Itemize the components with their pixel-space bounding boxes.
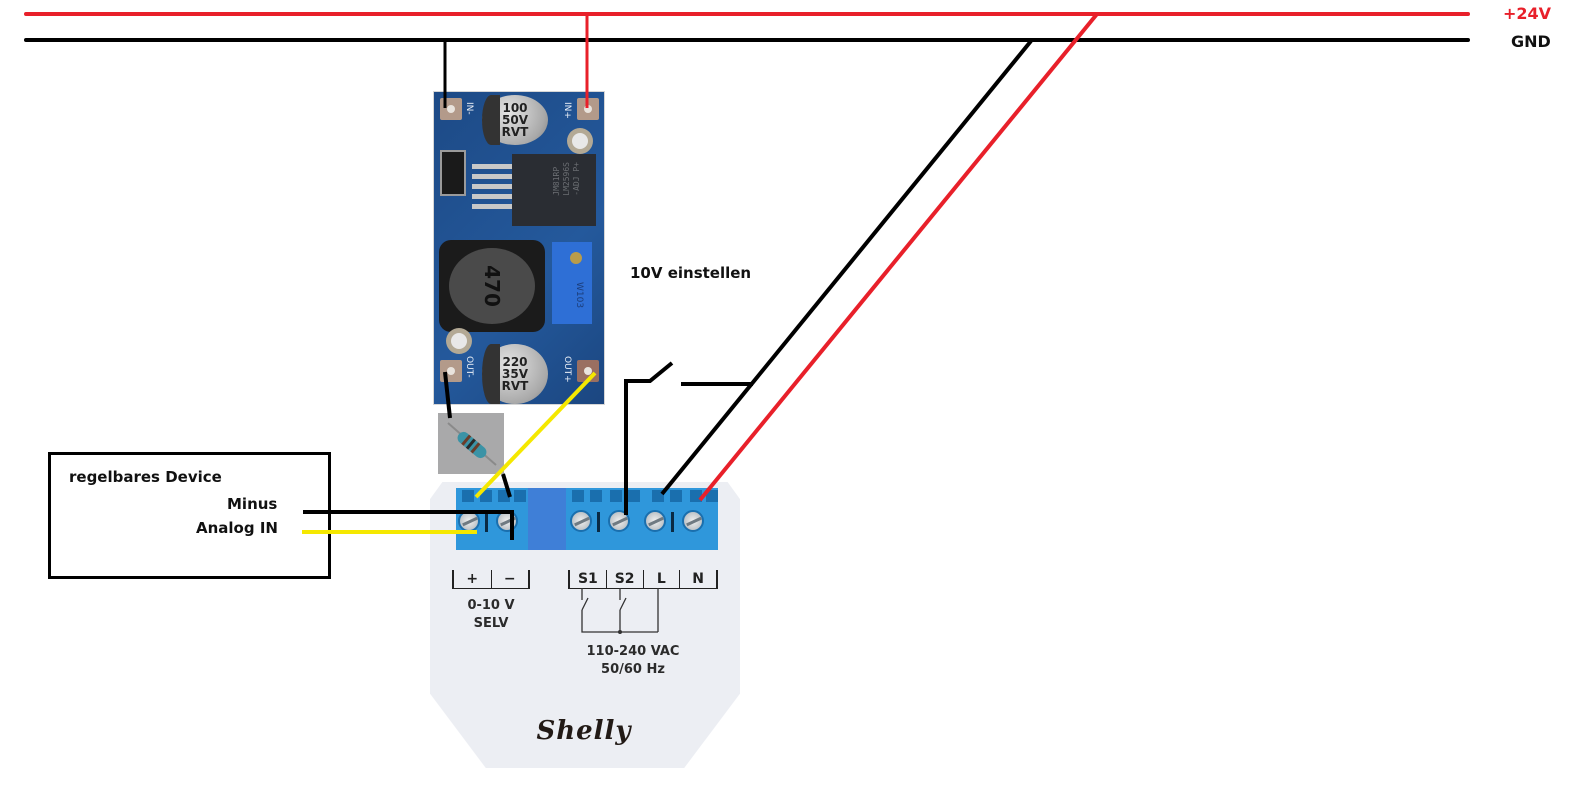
input-cap-series: RVT <box>501 125 529 139</box>
terminal-s1-screw[interactable] <box>570 510 592 532</box>
pad-out-minus <box>440 360 462 382</box>
potentiometer[interactable]: W103 <box>552 242 592 324</box>
terminal-s2-screw[interactable] <box>608 510 630 532</box>
wire-24v-to-shelly-l <box>698 12 1099 502</box>
adjust-voltage-note: 10V einstellen <box>630 264 752 282</box>
inductor: 470 <box>439 240 545 332</box>
label-out-minus: OUT- <box>464 356 474 378</box>
device-minus-label: Minus <box>227 495 278 513</box>
label-l: L <box>644 570 681 588</box>
pad-out-plus <box>577 360 599 382</box>
terminal-n-screw[interactable] <box>682 510 704 532</box>
terminal-l-screw[interactable] <box>644 510 666 532</box>
potentiometer-screw[interactable] <box>570 252 582 264</box>
ic-line-2: LM2596S <box>562 162 571 196</box>
ground-rail-label: GND <box>1511 32 1551 51</box>
output-cap-value: 220 <box>502 355 528 369</box>
low-voltage-terminal-labels: + − <box>452 570 530 589</box>
label-in-minus: IN- <box>464 102 474 115</box>
mains-voltage: 110-240 VAC <box>586 644 680 659</box>
mount-hole-top <box>567 128 593 154</box>
label-s1: S1 <box>570 570 607 588</box>
label-minus: − <box>503 571 516 587</box>
device-title: regelbares Device <box>69 468 222 486</box>
shelly-dimmer-module: + − S1 S2 L N 0-10 V SELV 110-240 VAC 50… <box>430 482 740 768</box>
terminal-plus-screw[interactable] <box>458 510 480 532</box>
input-cap-voltage: 50V <box>502 113 528 127</box>
mount-hole-bottom <box>446 328 472 354</box>
label-plus: + <box>454 570 492 588</box>
buck-converter-board: IN- IN+ OUT- OUT+ 100 50V RVT JM81RP LM2… <box>433 91 605 405</box>
mains-frequency: 50/60 Hz <box>601 662 665 677</box>
positive-rail-label: +24V <box>1503 4 1552 23</box>
diode <box>440 150 466 196</box>
resistor <box>438 413 504 474</box>
pad-in-minus <box>440 98 462 120</box>
ic-line-3: -ADJ P+ <box>572 162 581 196</box>
label-out-plus: OUT+ <box>562 356 572 383</box>
output-capacitor: 220 35V RVT <box>482 344 548 404</box>
pad-in-plus <box>577 98 599 120</box>
label-in-plus: IN+ <box>562 102 572 119</box>
low-voltage-class: SELV <box>473 616 509 631</box>
device-analog-label: Analog IN <box>196 519 278 537</box>
label-n: N <box>692 571 704 587</box>
terminal-spacer <box>528 488 566 550</box>
potentiometer-label: W103 <box>574 282 584 309</box>
inductor-label: 470 <box>480 265 504 307</box>
label-s2: S2 <box>607 570 644 588</box>
shelly-logo: Shelly <box>536 716 632 746</box>
regulator-ic: JM81RP LM2596S -ADJ P+ <box>512 154 596 226</box>
output-cap-series: RVT <box>501 379 529 393</box>
switch-schematic <box>581 588 659 634</box>
input-cap-value: 100 <box>502 101 528 115</box>
terminal-minus-screw[interactable] <box>496 510 518 532</box>
input-capacitor: 100 50V RVT <box>482 95 548 145</box>
mains-terminal-labels: S1 S2 L N <box>568 570 718 589</box>
ic-line-1: JM81RP <box>552 166 561 196</box>
low-voltage-range: 0-10 V <box>467 598 515 613</box>
